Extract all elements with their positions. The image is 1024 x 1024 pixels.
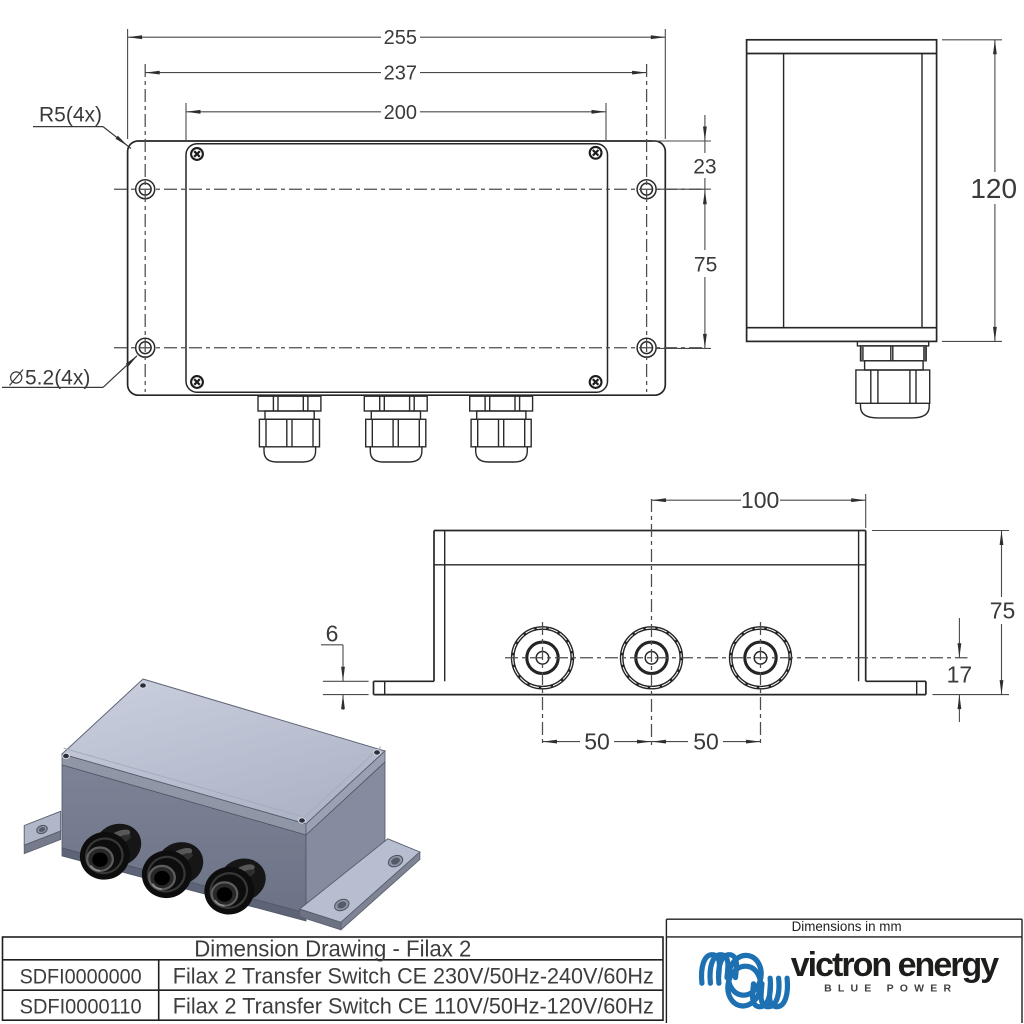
svg-text:237: 237 [384,63,417,85]
svg-text:Filax 2 Transfer Switch CE 110: Filax 2 Transfer Switch CE 110V/50Hz-120… [173,994,654,1019]
svg-text:SDFI0000110: SDFI0000110 [20,995,142,1019]
svg-text:Dimensions in mm: Dimensions in mm [792,919,902,934]
svg-text:5.2(4x): 5.2(4x) [25,367,90,390]
svg-text:50: 50 [584,729,610,755]
svg-text:6: 6 [326,621,339,647]
svg-text:victron energy: victron energy [791,946,1000,984]
svg-text:75: 75 [694,253,717,276]
svg-text:75: 75 [990,598,1016,624]
svg-text:17: 17 [947,661,973,687]
svg-text:100: 100 [741,487,779,513]
svg-text:SDFI0000000: SDFI0000000 [20,964,142,988]
svg-text:Dimension Drawing - Filax 2: Dimension Drawing - Filax 2 [194,935,471,961]
svg-text:23: 23 [693,155,716,178]
svg-text:255: 255 [384,27,417,49]
svg-text:Filax 2 Transfer Switch CE 230: Filax 2 Transfer Switch CE 230V/50Hz-240… [173,963,654,988]
svg-text:120: 120 [970,173,1017,204]
svg-text:50: 50 [693,729,719,755]
svg-text:BLUE POWER: BLUE POWER [824,982,957,994]
svg-text:R5(4x): R5(4x) [39,104,102,127]
svg-text:200: 200 [384,102,417,124]
